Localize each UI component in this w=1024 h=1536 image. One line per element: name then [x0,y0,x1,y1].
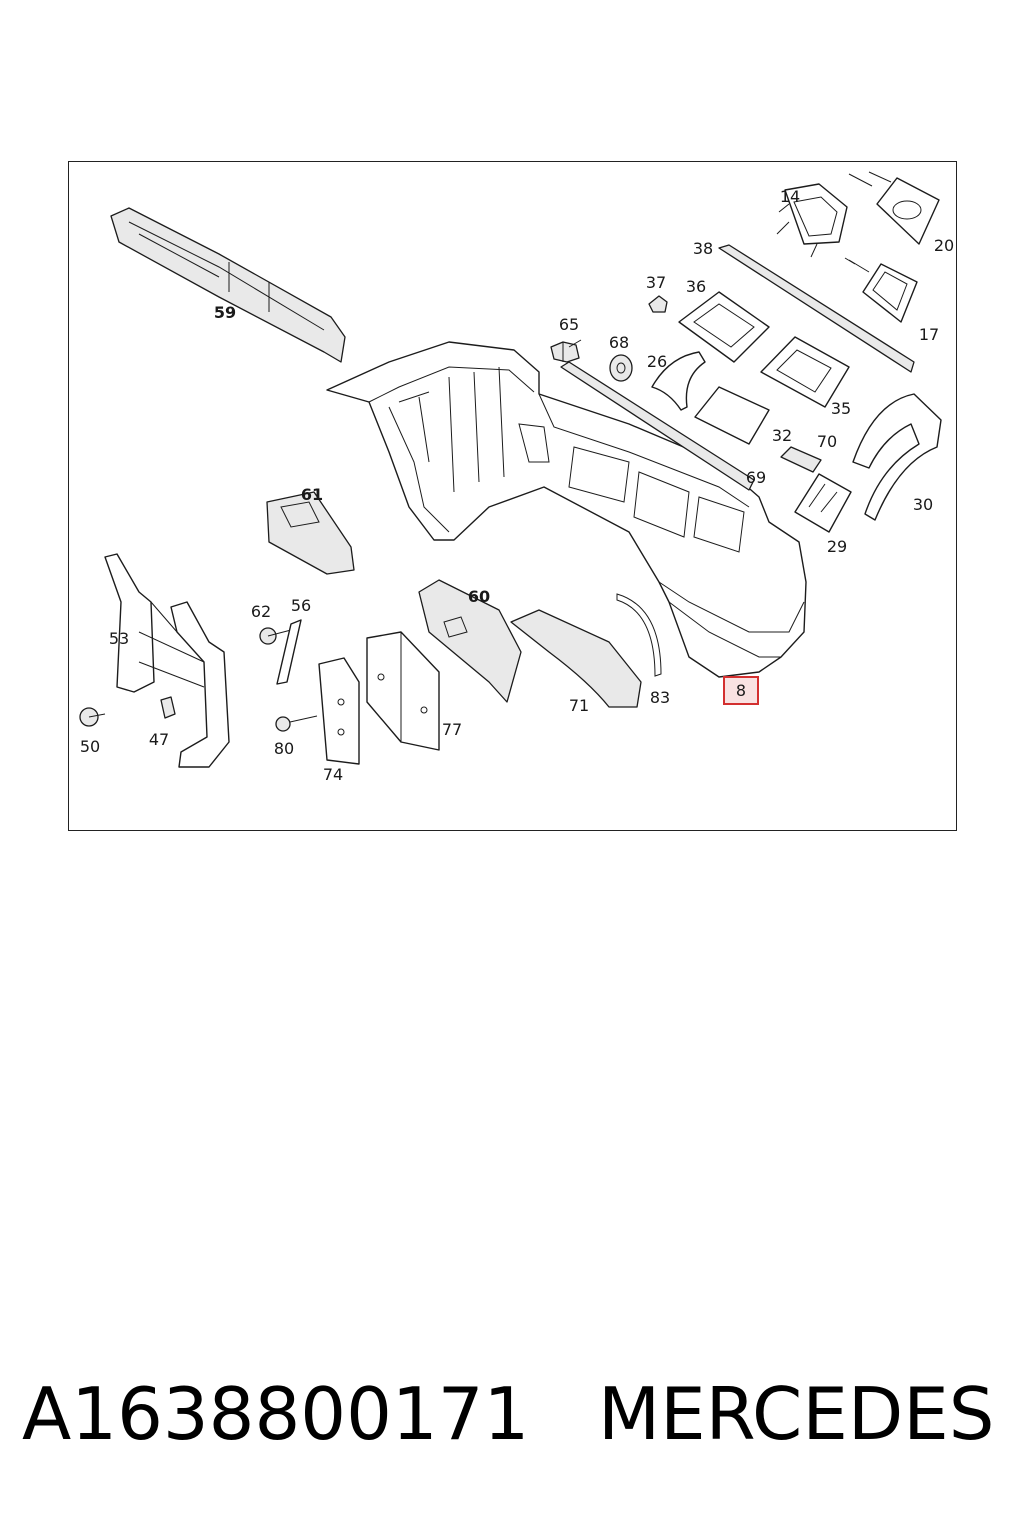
part-32-panel [694,386,770,445]
callout-47: 47 [149,730,169,749]
part-50-bolt [79,707,106,727]
exploded-view-drawing: 59 14 20 38 37 36 17 65 68 26 35 32 70 69 30 29 61 60 62 56… [79,171,954,784]
part-71-strip [510,609,642,708]
callout-69: 69 [746,468,766,487]
callout-74: 74 [323,765,343,784]
part-14-bracket [776,183,848,258]
part-68-nut [609,354,633,382]
callout-38: 38 [693,239,713,258]
part-74-plate [318,657,360,765]
part-29-trim [794,473,852,533]
callout-labels: 59 14 20 38 37 36 17 65 68 26 35 32 70 69 30 29 61 60 62 56… [80,187,954,784]
callout-32: 32 [772,426,792,445]
parts-diagram: 59 14 20 38 37 36 17 65 68 26 35 32 70 69 30 29 61 60 62 56… [68,161,957,831]
part-47-clip [160,696,176,719]
part-number: A1638800171 [22,1372,530,1456]
callout-20: 20 [934,236,954,255]
callout-53: 53 [109,629,129,648]
part-61-block [266,491,355,575]
callout-36: 36 [686,277,706,296]
part-69-trim-strip [560,361,755,491]
callout-26: 26 [647,352,667,371]
part-65-bolt [550,339,582,363]
callout-77: 77 [442,720,462,739]
callout-61: 61 [301,485,323,504]
callout-65: 65 [559,315,579,334]
highlighted-callout-label: 8 [735,681,747,700]
part-56-strap [276,619,302,685]
part-60-support [418,579,522,703]
callout-30: 30 [913,495,933,514]
highlighted-callout-box[interactable] [723,676,759,705]
part-36-frame [678,291,770,363]
part-77-plate [366,631,440,751]
part-70-plate [780,446,822,473]
callout-37: 37 [646,273,666,292]
callout-29: 29 [827,537,847,556]
part-30-flare [852,393,942,521]
part-59-absorber [110,207,346,363]
part-35-bracket [760,336,850,408]
callout-35: 35 [831,399,851,418]
callout-17: 17 [919,325,939,344]
part-80-screw [275,715,318,732]
callout-59: 59 [214,303,236,322]
callout-71: 71 [569,696,589,715]
part-53-bracket [104,553,230,768]
callout-83: 83 [650,688,670,707]
caption: A1638800171 MERCEDES [0,1372,1024,1472]
part-38-strip [718,244,915,373]
callout-50: 50 [80,737,100,756]
callout-68: 68 [609,333,629,352]
callout-14: 14 [780,187,800,206]
part-83-seal [616,593,662,677]
leader-lines [778,171,892,273]
part-62-bolt [259,627,292,645]
part-26-reflector [651,351,706,411]
part-17-cover [844,257,918,323]
callout-70: 70 [817,432,837,451]
callout-60: 60 [468,587,490,606]
part-37-clip [648,295,668,313]
part-8-bumper-cover [326,341,807,678]
callout-62: 62 [251,602,271,621]
brand-name: MERCEDES [598,1372,995,1456]
part-20-cover [848,173,940,245]
callout-56: 56 [291,596,311,615]
callout-80: 80 [274,739,294,758]
